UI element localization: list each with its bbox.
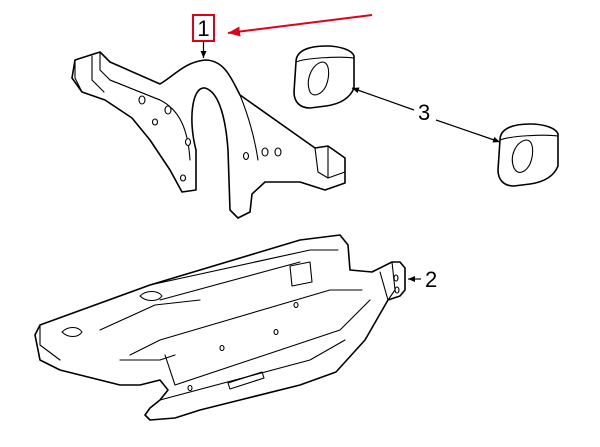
callout-3-leader-upper: [351, 87, 415, 111]
callout-2-label: 2: [425, 267, 437, 292]
mount-pad-lower-part-3: [497, 123, 559, 187]
crossmember-bracket-part-1: [71, 51, 346, 219]
skid-plate-part-2: [34, 234, 406, 421]
mount-pad-upper-part-3: [293, 45, 355, 109]
callout-1-label: 1: [197, 16, 209, 41]
callout-3-leader-lower: [435, 119, 501, 143]
callout-3-label: 3: [418, 100, 430, 125]
highlight-pointer-arrow: [227, 14, 373, 37]
